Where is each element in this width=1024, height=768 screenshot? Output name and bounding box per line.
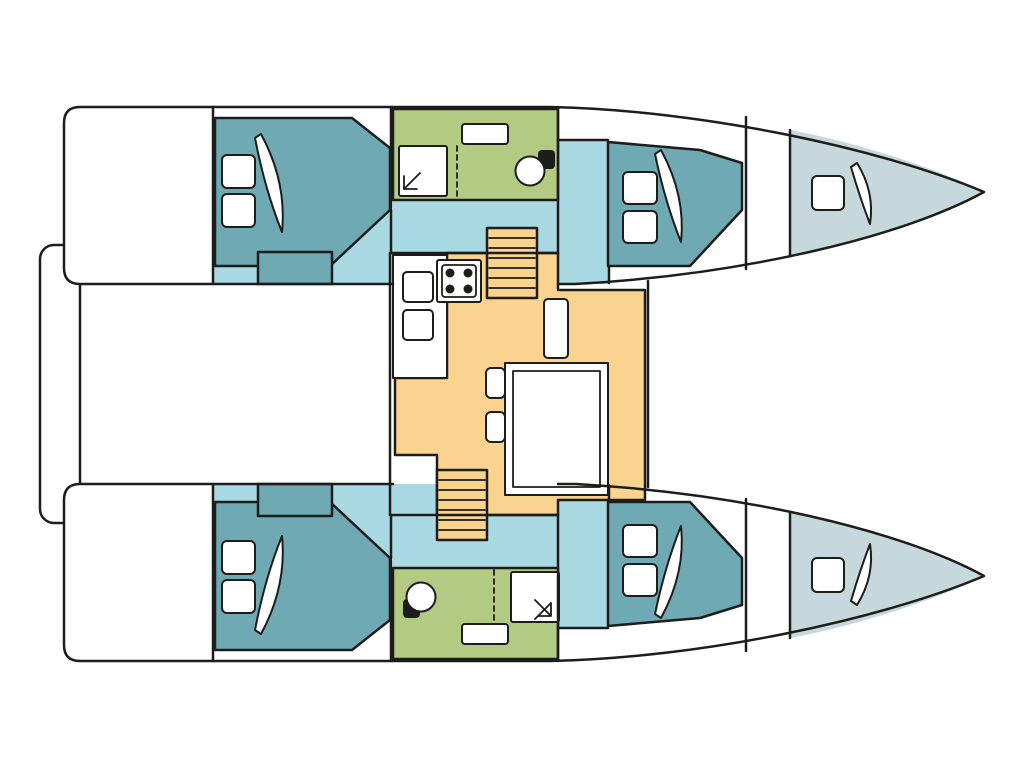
- stove-burner-icon: [463, 284, 473, 294]
- port-fore-hatch-icon: [622, 171, 658, 205]
- starboard-bow-cushion: [850, 543, 873, 606]
- port-bow-cushion: [850, 162, 873, 225]
- port-basin-bowl: [514, 155, 546, 187]
- saloon-outline: [388, 251, 560, 517]
- stove-inner-frame: [441, 264, 477, 298]
- detail-lines: [403, 145, 601, 623]
- bow-lockers: [790, 130, 984, 638]
- starboard-hull-outline: [62, 482, 986, 663]
- starboard-fore-hatch-icon: [622, 563, 658, 597]
- stern-platform: [38, 243, 82, 525]
- starboard-bow-locker: [790, 512, 984, 638]
- saloon-table-inner-frame: [512, 370, 601, 488]
- stove-burner-icon: [463, 268, 473, 278]
- port-aft-pillow: [254, 133, 284, 233]
- saloon-cabinet: [543, 298, 569, 359]
- stove-burners: [445, 268, 473, 294]
- port-aft-hatch-icon: [221, 193, 256, 228]
- starboard-fore-hatch-icon: [622, 524, 658, 558]
- starboard-aft-bench: [256, 482, 334, 518]
- port-bathroom-hatch-icon: [461, 123, 509, 145]
- port-bow-locker: [790, 130, 984, 256]
- shower-mark-icon: [534, 599, 552, 620]
- port-aft-bench: [256, 250, 334, 286]
- stove-burner-icon: [445, 268, 455, 278]
- port-fore-pillow: [654, 149, 683, 243]
- starboard-aft-pillow: [254, 535, 284, 635]
- galley-appliance-icon: [402, 271, 434, 303]
- starboard-fore-cabin-floor: [558, 484, 609, 628]
- galley-appliance-icon: [402, 309, 434, 341]
- port-hull-outline: [62, 105, 986, 286]
- starboard-bow-hatch-icon: [811, 557, 845, 593]
- port-shower-tray: [398, 145, 448, 197]
- stove-burner-icon: [445, 284, 455, 294]
- port-fore-cabin-floor: [558, 140, 609, 284]
- shower-mark-icon: [403, 172, 421, 190]
- saloon-stool: [485, 411, 506, 443]
- saloon-stool: [485, 367, 506, 399]
- starboard-aft-hatch-icon: [221, 540, 256, 575]
- starboard-fore-pillow: [654, 525, 683, 619]
- saloon-table: [504, 362, 609, 496]
- starboard-basin-bowl: [405, 581, 437, 613]
- drawing-root: [38, 105, 986, 663]
- stove: [436, 259, 482, 303]
- companionway-stairs-starboard: [435, 468, 489, 542]
- starboard-aft-hatch-icon: [221, 579, 256, 614]
- port-fore-hatch-icon: [622, 210, 658, 244]
- wall-outlines: [62, 105, 986, 663]
- port-bow-hatch-icon: [811, 175, 845, 211]
- port-aft-hatch-icon: [221, 154, 256, 189]
- companionway-stairs-port: [485, 226, 539, 300]
- starboard-bathroom-hatch-icon: [461, 623, 509, 645]
